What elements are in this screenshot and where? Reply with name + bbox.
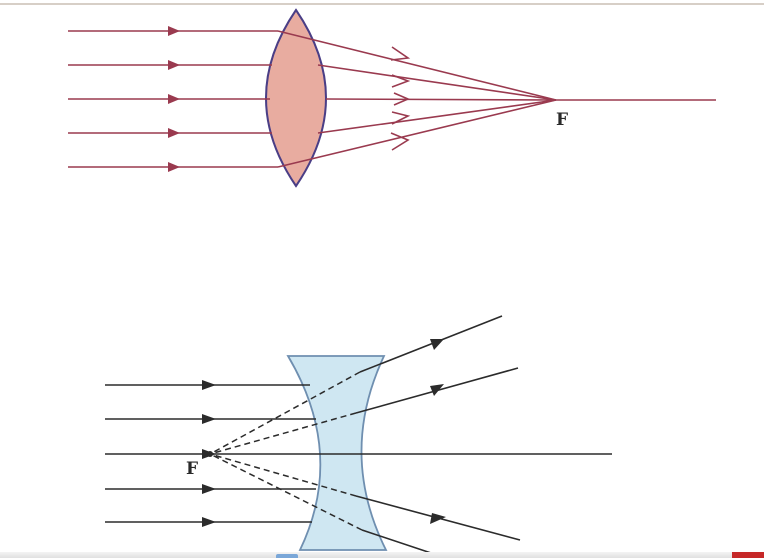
concave-arrowhead-2 bbox=[202, 414, 216, 424]
convex-focal-point-label: F bbox=[556, 110, 568, 130]
concave-refracted-ray-4 bbox=[361, 529, 449, 558]
concave-refracted-rays bbox=[355, 315, 521, 558]
convex-arrowhead-4 bbox=[168, 128, 180, 138]
bottom-bar bbox=[0, 552, 764, 558]
convex-chevron-4 bbox=[391, 111, 411, 125]
convex-chevron-1 bbox=[390, 46, 411, 61]
convex-refracted-ray-5 bbox=[277, 99, 557, 168]
convex-arrowhead-1 bbox=[168, 26, 180, 36]
convex-lens-diagram: F bbox=[68, 8, 716, 188]
concave-lens bbox=[286, 355, 388, 551]
convex-chevron-2 bbox=[391, 74, 411, 88]
convex-arrowhead-2 bbox=[168, 60, 180, 70]
convex-chevron-5 bbox=[390, 132, 410, 151]
convex-refracted-ray-2 bbox=[317, 64, 557, 101]
concave-lens-diagram: F bbox=[105, 315, 612, 558]
convex-refracted-ray-1 bbox=[277, 30, 557, 101]
concave-refracted-arrowhead-2 bbox=[430, 384, 444, 396]
concave-virtual-ray-3 bbox=[209, 453, 357, 497]
concave-virtual-ray-2 bbox=[209, 412, 357, 455]
convex-refracted-arrowheads bbox=[390, 46, 411, 151]
progress-marker bbox=[276, 554, 298, 558]
convex-chevron-3 bbox=[393, 92, 411, 106]
concave-virtual-ray-extensions bbox=[209, 371, 363, 531]
convex-arrowhead-5 bbox=[168, 162, 180, 172]
concave-refracted-arrowheads bbox=[424, 339, 446, 558]
red-corner-marker bbox=[732, 552, 764, 558]
concave-refracted-arrowhead-3 bbox=[430, 513, 446, 524]
convex-refracted-ray-4 bbox=[317, 99, 557, 134]
concave-focal-point-label: F bbox=[186, 459, 198, 479]
convex-refracted-ray-3 bbox=[325, 98, 557, 101]
concave-refracted-arrowhead-1 bbox=[430, 339, 444, 350]
convex-refracted-rays bbox=[277, 30, 557, 168]
convex-incident-arrowheads bbox=[168, 26, 180, 172]
concave-arrowhead-4 bbox=[202, 484, 216, 494]
concave-refracted-ray-1 bbox=[359, 315, 503, 373]
concave-arrowhead-1 bbox=[202, 380, 216, 390]
concave-virtual-ray-4 bbox=[209, 453, 363, 531]
concave-arrowhead-5 bbox=[202, 517, 216, 527]
convex-arrowhead-3 bbox=[168, 94, 180, 104]
convex-lens bbox=[265, 8, 327, 188]
concave-virtual-ray-1 bbox=[209, 371, 361, 455]
concave-focal-point-dot bbox=[207, 451, 213, 457]
